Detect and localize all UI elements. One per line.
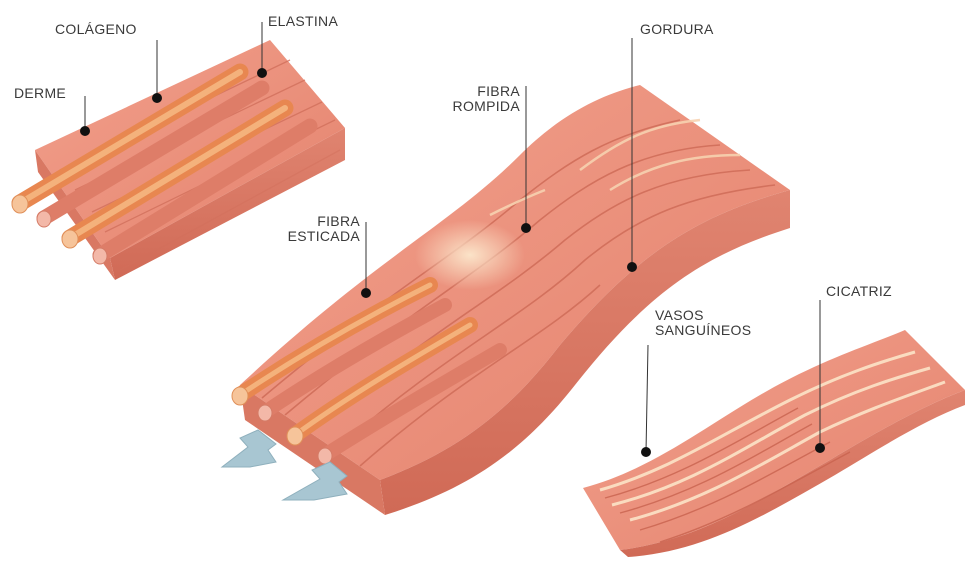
label-vasos-sanguineos: VASOS SANGUÍNEOS	[655, 308, 751, 338]
label-gordura: GORDURA	[640, 22, 714, 37]
label-derme: DERME	[14, 86, 66, 101]
label-colageno: COLÁGENO	[55, 22, 137, 37]
label-cicatriz: CICATRIZ	[826, 284, 892, 299]
normal-dermis-block	[12, 40, 345, 280]
scar-tissue-block	[583, 330, 965, 557]
label-fibra-rompida: FIBRA ROMPIDA	[444, 84, 520, 114]
label-fibra-esticada: FIBRA ESTICADA	[270, 214, 360, 244]
label-elastina: ELASTINA	[268, 14, 338, 29]
